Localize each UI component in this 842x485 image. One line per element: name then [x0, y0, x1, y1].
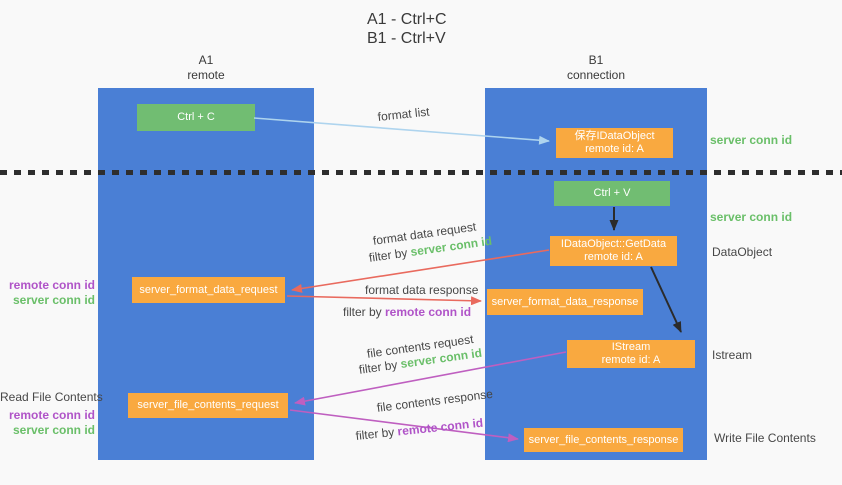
column-a1-name: A1 — [198, 53, 214, 67]
remote-conn-id-text: remote conn id — [396, 415, 484, 439]
server-format-data-request-label: server_format_data_request — [139, 283, 278, 296]
title-line-2: B1 - Ctrl+V — [367, 30, 446, 47]
read-file-contents-label: Read File Contents — [0, 390, 103, 404]
session-separator-dotted-line — [0, 170, 842, 175]
istream-side-label: Istream — [712, 348, 753, 362]
right-server-conn-id-mid: server conn id — [710, 210, 793, 224]
getdata-line1: IDataObject::GetData — [560, 238, 667, 250]
format-list-label: format list — [377, 104, 431, 124]
server-format-data-request-box: server_format_data_request — [132, 277, 285, 303]
right-server-conn-id-top: server conn id — [710, 133, 793, 147]
istream-line2: remote id: A — [601, 354, 661, 366]
istream-line1: IStream — [611, 341, 651, 353]
filter-by-text: filter by — [358, 357, 402, 377]
diagram-title: A1 - Ctrl+C B1 - Ctrl+V — [367, 10, 447, 48]
file-contents-response-label: file contents response — [376, 386, 494, 415]
ctrl-c-box: Ctrl + C — [137, 104, 255, 131]
left-remote-conn-id-format: remote conn id — [8, 278, 95, 292]
left-remote-conn-id-file: remote conn id — [8, 408, 95, 422]
left-server-conn-id-file: server conn id — [12, 423, 95, 437]
remote-conn-id-text: remote conn id — [385, 305, 472, 319]
save-idataobject-line2: remote id: A — [585, 143, 644, 155]
file-contents-response-filter-label: filter by remote conn id — [355, 416, 484, 443]
server-file-contents-response-box: server_file_contents_response — [524, 428, 683, 452]
filter-by-text: filter by — [343, 305, 386, 319]
column-b1-role: connection — [566, 68, 626, 82]
save-idataobject-box: 保存IDataObject remote id: A — [556, 128, 673, 158]
ctrl-v-label: Ctrl + V — [593, 187, 631, 199]
filter-by-text: filter by — [368, 245, 412, 265]
server-file-contents-response-label: server_file_contents_response — [528, 433, 679, 446]
dataobject-label: DataObject — [712, 245, 773, 259]
server-file-contents-request-box: server_file_contents_request — [128, 393, 288, 418]
column-a1-header: A1 remote — [98, 53, 314, 83]
idataobject-getdata-box: IDataObject::GetData remote id: A — [550, 236, 677, 266]
filter-by-text: filter by — [355, 424, 399, 443]
column-b1-name: B1 — [588, 53, 604, 67]
istream-box: IStream remote id: A — [567, 340, 695, 368]
title-line-1: A1 - Ctrl+C — [367, 11, 447, 28]
server-format-data-response-label: server_format_data_response — [491, 295, 639, 308]
server-format-data-response-box: server_format_data_response — [487, 289, 643, 315]
server-file-contents-request-label: server_file_contents_request — [137, 399, 279, 411]
ctrl-v-box: Ctrl + V — [554, 181, 670, 206]
left-server-conn-id-format: server conn id — [12, 293, 95, 307]
format-data-response-filter-label: filter by remote conn id — [343, 305, 471, 319]
format-data-response-label: format data response — [365, 283, 479, 297]
getdata-line2: remote id: A — [584, 251, 643, 263]
ctrl-c-label: Ctrl + C — [177, 111, 215, 123]
save-idataobject-line1: 保存IDataObject — [574, 130, 655, 142]
column-a1-role: remote — [187, 68, 225, 82]
column-b1-header: B1 connection — [488, 53, 704, 83]
write-file-contents-label: Write File Contents — [714, 431, 816, 445]
